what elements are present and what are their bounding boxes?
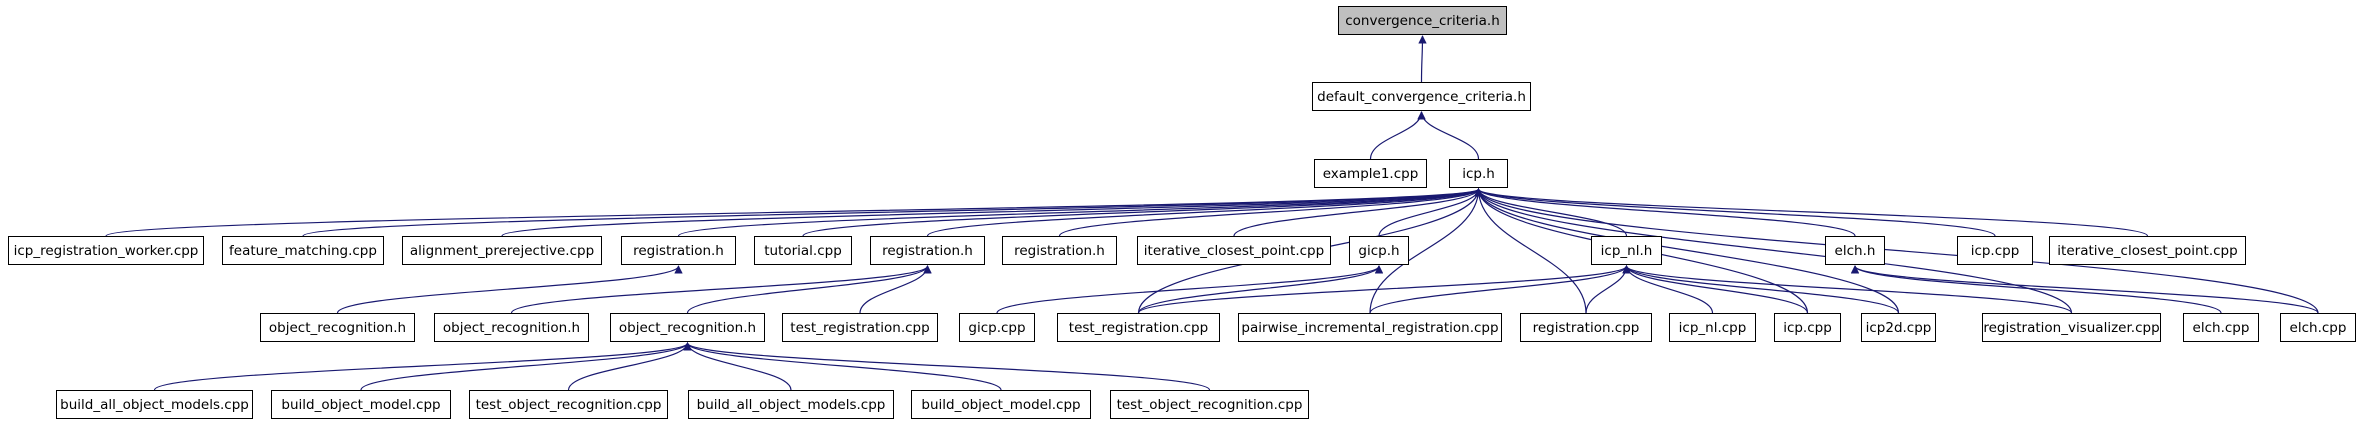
edge-n9-to-n3 <box>926 188 1483 237</box>
edge-n22-to-n12 <box>1137 265 1384 314</box>
dependency-edges <box>105 35 2319 391</box>
node-icp-h[interactable]: icp.h <box>1449 159 1508 188</box>
node-icp-nl-cpp[interactable]: icp_nl.cpp <box>1669 313 1756 342</box>
edge-n15-to-n3 <box>1474 188 1996 237</box>
node-icp-registration-worker-cpp[interactable]: icp_registration_worker.cpp <box>8 236 204 265</box>
edge-n17-to-n7 <box>336 265 683 314</box>
node-convergence-criteria-h: convergence_criteria.h <box>1338 6 1507 35</box>
edge-n26-to-n13 <box>1622 265 1809 314</box>
node-registration-h-1[interactable]: registration.h <box>621 236 736 265</box>
edge-n30-to-n14 <box>1850 265 2319 314</box>
edge-n5-to-n3 <box>302 188 1483 237</box>
node-gicp-h[interactable]: gicp.h <box>1349 236 1409 265</box>
node-object-recognition-h-1[interactable]: object_recognition.h <box>260 313 415 342</box>
node-registration-h-3[interactable]: registration.h <box>1002 236 1117 265</box>
node-default-convergence-criteria-h[interactable]: default_convergence_criteria.h <box>1312 82 1531 111</box>
node-example1-cpp[interactable]: example1.cpp <box>1314 159 1427 188</box>
edge-n19-to-n9 <box>686 265 932 314</box>
edge-n21-to-n12 <box>996 265 1384 314</box>
node-object-recognition-h-3[interactable]: object_recognition.h <box>610 313 765 342</box>
node-test-object-recognition-cpp-1[interactable]: test_object_recognition.cpp <box>469 390 668 419</box>
edge-n31-to-n19 <box>153 342 692 391</box>
edge-n20-to-n9 <box>859 265 932 314</box>
node-icp-cpp-1[interactable]: icp.cpp <box>1957 236 2033 265</box>
edge-n6-to-n3 <box>501 188 1483 237</box>
edge-n1-to-n0 <box>1418 35 1427 83</box>
edge-n28-to-n3 <box>1474 188 2073 314</box>
node-object-recognition-h-2[interactable]: object_recognition.h <box>434 313 589 342</box>
edge-n18-to-n9 <box>510 265 932 314</box>
edge-n23-to-n13 <box>1369 265 1631 314</box>
node-build-object-model-cpp-1[interactable]: build_object_model.cpp <box>271 390 451 419</box>
edge-n7-to-n3 <box>677 188 1483 237</box>
edge-n3-to-n1 <box>1417 111 1480 160</box>
edge-n8-to-n3 <box>802 188 1483 237</box>
edge-n29-to-n14 <box>1850 265 2222 314</box>
edge-n36-to-n19 <box>683 342 1211 391</box>
edge-n33-to-n19 <box>567 342 692 391</box>
node-elch-h[interactable]: elch.h <box>1825 236 1885 265</box>
node-elch-cpp-1[interactable]: elch.cpp <box>2183 313 2259 342</box>
node-build-all-object-models-cpp-1[interactable]: build_all_object_models.cpp <box>56 390 253 419</box>
edge-n14-to-n3 <box>1474 188 1856 237</box>
node-pairwise-incremental-registration-cpp[interactable]: pairwise_incremental_registration.cpp <box>1238 313 1502 342</box>
node-test-registration-cpp-2[interactable]: test_registration.cpp <box>1057 313 1220 342</box>
edge-n27-to-n3 <box>1474 188 1900 314</box>
node-tutorial-cpp[interactable]: tutorial.cpp <box>754 236 852 265</box>
edge-n2-to-n1 <box>1369 111 1426 160</box>
edge-n27-to-n13 <box>1622 265 1900 314</box>
edge-n11-to-n3 <box>1233 188 1483 237</box>
node-registration-visualizer-cpp[interactable]: registration_visualizer.cpp <box>1982 313 2161 342</box>
node-test-object-recognition-cpp-2[interactable]: test_object_recognition.cpp <box>1110 390 1309 419</box>
edge-n35-to-n19 <box>683 342 1002 391</box>
node-registration-h-2[interactable]: registration.h <box>870 236 985 265</box>
node-gicp-cpp[interactable]: gicp.cpp <box>959 313 1035 342</box>
node-elch-cpp-2[interactable]: elch.cpp <box>2280 313 2356 342</box>
node-icp-nl-h[interactable]: icp_nl.h <box>1591 236 1662 265</box>
node-alignment-prerejective-cpp[interactable]: alignment_prerejective.cpp <box>402 236 602 265</box>
node-icp2d-cpp[interactable]: icp2d.cpp <box>1861 313 1936 342</box>
node-registration-cpp[interactable]: registration.cpp <box>1520 313 1652 342</box>
edge-n28-to-n13 <box>1622 265 2073 314</box>
edge-n16-to-n3 <box>1474 188 2149 237</box>
edge-n22-to-n13 <box>1137 265 1631 314</box>
node-iterative-closest-point-cpp-1[interactable]: iterative_closest_point.cpp <box>1137 236 1331 265</box>
edge-n24-to-n3 <box>1474 188 1587 314</box>
node-build-object-model-cpp-2[interactable]: build_object_model.cpp <box>911 390 1091 419</box>
node-iterative-closest-point-cpp-2[interactable]: iterative_closest_point.cpp <box>2049 236 2246 265</box>
node-build-all-object-models-cpp-2[interactable]: build_all_object_models.cpp <box>688 390 894 419</box>
edge-n13-to-n3 <box>1474 188 1628 237</box>
node-feature-matching-cpp[interactable]: feature_matching.cpp <box>222 236 384 265</box>
edge-n30-to-n3 <box>1474 188 2319 314</box>
edge-n23-to-n3 <box>1369 188 1483 314</box>
edge-n32-to-n19 <box>360 342 692 391</box>
edge-n4-to-n3 <box>105 188 1483 237</box>
node-icp-cpp-2[interactable]: icp.cpp <box>1774 313 1841 342</box>
edge-n10-to-n3 <box>1058 188 1483 237</box>
node-test-registration-cpp-1[interactable]: test_registration.cpp <box>782 313 938 342</box>
